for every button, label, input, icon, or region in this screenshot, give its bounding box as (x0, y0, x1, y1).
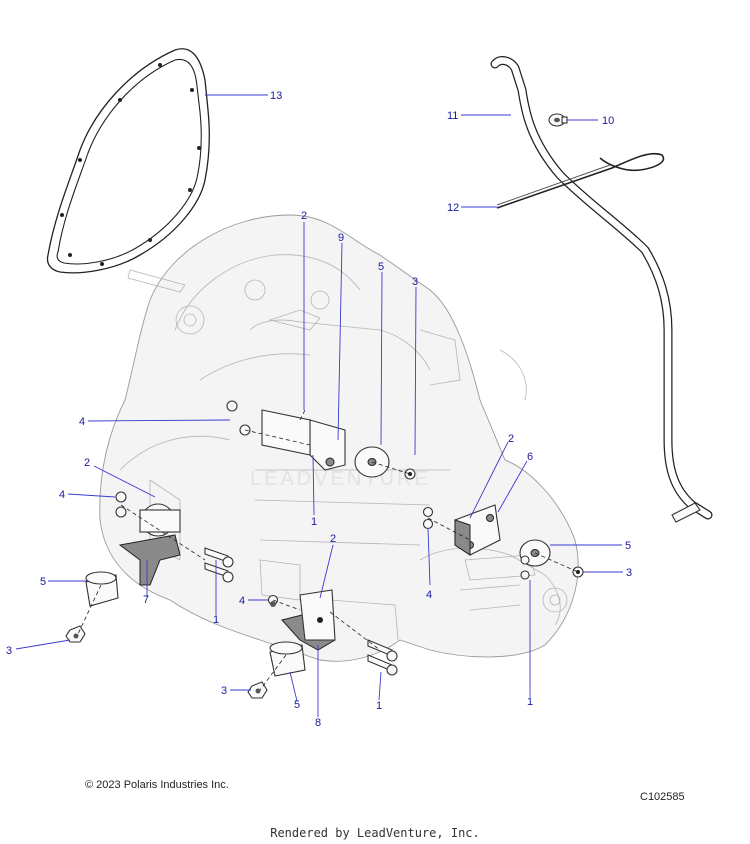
washers-4 (115, 400, 434, 607)
copyright-text: © 2023 Polaris Industries Inc. (85, 779, 229, 791)
callout-5-bottom: 5 (294, 699, 300, 711)
callout-1-bottom: 1 (376, 700, 382, 712)
bracket-6 (454, 504, 501, 556)
mount-9 (261, 409, 346, 471)
tie-strap-12 (496, 152, 665, 209)
nut-3-left (65, 625, 86, 643)
bracket-7 (118, 503, 181, 586)
callout-3-bottom: 3 (221, 685, 227, 697)
callout-2-left: 2 (84, 457, 90, 469)
bracket-8 (281, 589, 336, 651)
callout-3-right: 3 (626, 567, 632, 579)
gasket-13 (46, 48, 210, 274)
callout-13: 13 (270, 90, 282, 102)
callout-12: 12 (447, 202, 459, 214)
callout-1-mid: 1 (311, 516, 317, 528)
callout-8: 8 (315, 717, 321, 729)
callout-4-right: 4 (426, 589, 432, 601)
callout-11: 11 (447, 110, 458, 122)
callout-7: 7 (143, 594, 149, 606)
nut-3-bottom (247, 681, 268, 699)
callout-3-left: 3 (6, 645, 12, 657)
callout-5-top: 5 (378, 261, 384, 273)
callout-9: 9 (338, 232, 344, 244)
callout-2-lower: 2 (330, 533, 336, 545)
callout-4-lower: 4 (239, 595, 245, 607)
callout-1-left: 1 (213, 614, 219, 626)
callout-10: 10 (602, 115, 614, 127)
rendered-by-credit: Rendered by LeadVenture, Inc. (270, 826, 480, 840)
isolator-5-bottom (269, 641, 306, 677)
callout-6: 6 (527, 451, 533, 463)
callout-5-right: 5 (625, 540, 631, 552)
bolts-1 (204, 547, 530, 676)
callout-2-right: 2 (508, 433, 514, 445)
figure-code: C102585 (640, 791, 685, 803)
clamp-10 (548, 113, 568, 127)
callout-4-left: 4 (59, 489, 65, 501)
vent-tube-11 (490, 56, 713, 523)
isolator-5-left (85, 571, 119, 607)
callout-2-top: 2 (301, 210, 307, 222)
callout-labels: 13 11 10 12 2 9 5 3 4 2 4 1 2 6 5 3 5 7 … (6, 90, 632, 729)
assembly-lines (77, 409, 579, 691)
callout-4-upper: 4 (79, 416, 85, 428)
callout-5-left: 5 (40, 576, 46, 588)
callout-3-top: 3 (412, 276, 418, 288)
watermark-text: LEADVENTURE (250, 468, 431, 490)
callout-1-right: 1 (527, 696, 533, 708)
leader-lines (15, 94, 623, 717)
